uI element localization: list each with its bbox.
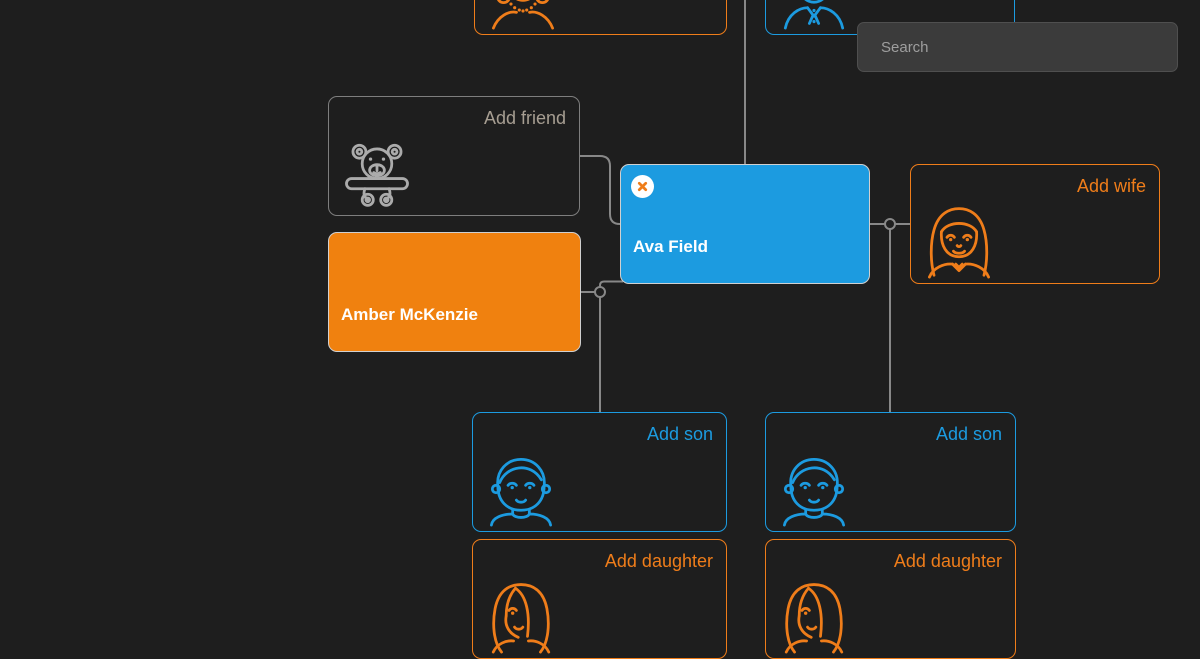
person-card-ava-field[interactable]: Ava Field [620,164,870,284]
add-son-card[interactable]: Add son [765,412,1016,532]
relationship-links [0,0,1200,630]
partner-junction-ring [885,219,895,229]
add-daughter-label: Add daughter [605,552,713,572]
ex-partner-up-link [600,282,623,287]
add-friend-label: Add friend [484,109,566,129]
person-name: Amber McKenzie [341,305,478,325]
girl-icon [484,578,558,654]
add-daughter-card[interactable]: Add daughter [765,539,1016,659]
add-daughter-label: Add daughter [894,552,1002,572]
add-daughter-card[interactable]: Add daughter [472,539,727,659]
search-box [857,22,1178,72]
friend-link [580,156,620,224]
man-suit-icon [777,0,851,30]
boy-icon [484,451,558,527]
elder-woman-icon [486,0,560,30]
family-tree-canvas[interactable]: Add friend [0,0,1200,630]
person-name: Ava Field [633,237,708,257]
add-son-card[interactable]: Add son [472,412,727,532]
add-friend-card[interactable]: Add friend [328,96,580,216]
add-son-label: Add son [936,425,1002,445]
teddy-bear-icon [340,135,414,211]
person-card-amber-mckenzie[interactable]: Amber McKenzie [328,232,581,352]
close-icon[interactable] [631,175,654,198]
search-input[interactable] [857,22,1178,72]
add-parent-card-female[interactable] [474,0,727,35]
woman-icon [922,203,996,279]
add-son-label: Add son [647,425,713,445]
partner-junction-ring [595,287,605,297]
boy-icon [777,451,851,527]
add-wife-card[interactable]: Add wife [910,164,1160,284]
add-wife-label: Add wife [1077,177,1146,197]
girl-icon [777,578,851,654]
